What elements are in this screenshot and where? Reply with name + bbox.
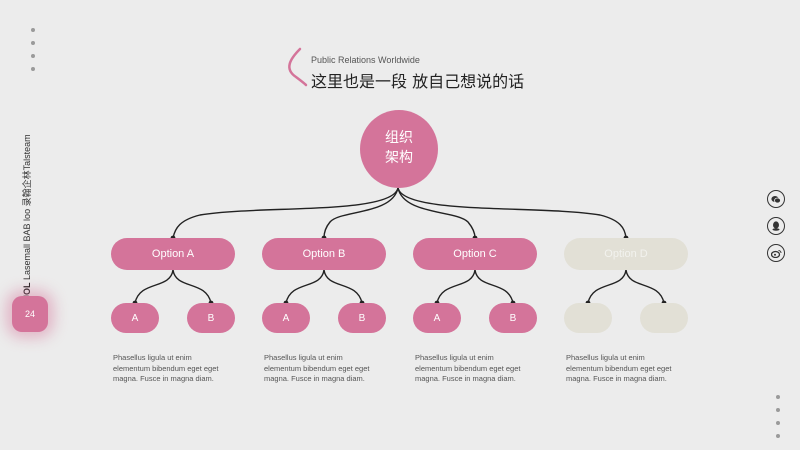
root-line-1: 组织: [385, 130, 413, 147]
description-line: magna. Fusce in magna diam.: [415, 374, 516, 383]
description-line: magna. Fusce in magna diam.: [113, 374, 214, 383]
description-line: elementum bibendum eget eget: [566, 363, 672, 373]
leaf-node-a-b: B: [187, 303, 235, 333]
description-line: elementum bibendum eget eget: [113, 363, 219, 373]
page-title: 这里也是一段 放自己想说的话: [311, 72, 525, 91]
option-node-c: Option C: [413, 238, 537, 270]
leaf-node-b-a: A: [262, 303, 310, 333]
leaf-node-b-b: B: [338, 303, 386, 333]
leaf-node-a-a: A: [111, 303, 159, 333]
leaf-node-d-b: B: [640, 303, 688, 333]
option-node-a: Option A: [111, 238, 235, 270]
description-b: Phasellus ligula ut enim elementum biben…: [264, 353, 394, 385]
header-subtitle: Public Relations Worldwide: [311, 55, 420, 65]
description-a: Phasellus ligula ut enim elementum biben…: [113, 353, 243, 385]
description-c: Phasellus ligula ut enim elementum biben…: [415, 353, 545, 385]
dots-bottom-right: [776, 395, 780, 438]
bracket-decoration: [288, 47, 308, 87]
description-d: Phasellus ligula ut enim elementum biben…: [566, 353, 696, 385]
description-line: elementum bibendum eget eget: [415, 363, 521, 373]
leaf-node-d-a: A: [564, 303, 612, 333]
dots-top-left: [31, 28, 35, 71]
description-line: Phasellus ligula ut enim: [566, 353, 645, 362]
qq-icon[interactable]: [767, 217, 785, 235]
weibo-icon[interactable]: [767, 244, 785, 262]
root-node: 组织 架构: [360, 110, 438, 188]
description-line: magna. Fusce in magna diam.: [264, 374, 365, 383]
wechat-icon[interactable]: [767, 190, 785, 208]
root-line-2: 架构: [385, 150, 413, 166]
description-line: Phasellus ligula ut enim: [415, 353, 494, 362]
option-node-d: Option D: [564, 238, 688, 270]
option-node-b: Option B: [262, 238, 386, 270]
description-line: magna. Fusce in magna diam.: [566, 374, 667, 383]
leaf-node-c-b: B: [489, 303, 537, 333]
leaf-node-c-a: A: [413, 303, 461, 333]
description-line: elementum bibendum eget eget: [264, 363, 370, 373]
page-number-badge: 24: [12, 296, 48, 332]
description-line: Phasellus ligula ut enim: [113, 353, 192, 362]
description-line: Phasellus ligula ut enim: [264, 353, 343, 362]
